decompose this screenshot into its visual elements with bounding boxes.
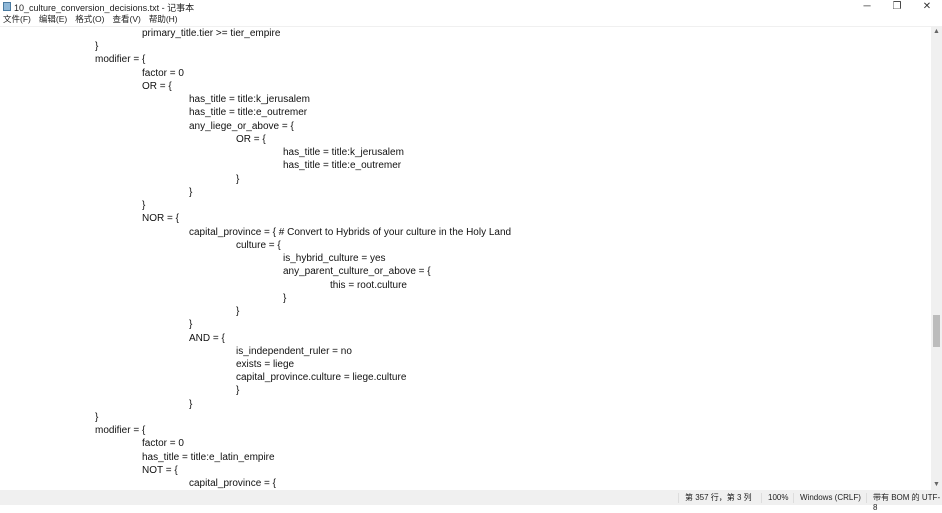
code-line: factor = 0 [142, 438, 184, 450]
scroll-up-icon[interactable]: ▲ [933, 28, 940, 35]
code-line: has_title = title:e_outremer [283, 160, 402, 172]
scroll-down-icon[interactable]: ▼ [933, 481, 940, 488]
code-line: has_title = title:k_jerusalem [189, 94, 310, 106]
title-bar: 10_culture_conversion_decisions.txt - 记事… [0, 0, 942, 13]
code-line: } [236, 306, 240, 318]
code-line: has_title = title:k_jerusalem [283, 147, 404, 159]
code-line: } [236, 173, 240, 185]
status-bar: 第 357 行，第 3 列 100% Windows (CRLF) 带有 BOM… [0, 490, 942, 512]
code-line: NOT = { [142, 464, 178, 476]
code-line: } [189, 398, 193, 410]
code-line: primary_title.tier >= tier_empire [142, 28, 281, 39]
code-line: OR = { [236, 133, 266, 145]
code-line: modifier = { [95, 54, 146, 66]
cursor-position: 第 357 行，第 3 列 [678, 493, 752, 503]
code-line: } [283, 292, 287, 304]
code-line: NOR = { [142, 213, 179, 225]
code-line: modifier = { [95, 425, 146, 437]
code-line: } [189, 186, 193, 198]
text-editor[interactable]: primary_title.tier >= tier_empire}modifi… [0, 26, 931, 491]
menu-format[interactable]: 格式(O) [75, 14, 105, 24]
code-line: } [189, 319, 193, 331]
code-line: } [95, 411, 99, 423]
window-title: 10_culture_conversion_decisions.txt - 记事… [14, 3, 195, 13]
close-button[interactable]: ✕ [922, 1, 932, 12]
menu-bar: 文件(F) 编辑(E) 格式(O) 查看(V) 帮助(H) [0, 13, 942, 26]
menu-file[interactable]: 文件(F) [3, 14, 31, 24]
code-line: factor = 0 [142, 67, 184, 79]
code-line: } [142, 200, 146, 212]
code-line: capital_province = { # Convert to Hybrid… [189, 226, 512, 238]
line-ending: Windows (CRLF) [793, 493, 861, 503]
code-line: has_title = title:e_outremer [189, 107, 308, 119]
code-line: OR = { [142, 80, 172, 92]
menu-help[interactable]: 帮助(H) [148, 14, 178, 24]
menu-edit[interactable]: 编辑(E) [38, 14, 68, 24]
code-line: capital_province.culture = liege.culture [236, 372, 407, 384]
code-line: any_liege_or_above = { [189, 120, 294, 132]
code-line: AND = { [189, 332, 225, 344]
encoding: 带有 BOM 的 UTF-8 [866, 493, 942, 512]
code-line: is_independent_ruler = no [236, 345, 352, 357]
menu-view[interactable]: 查看(V) [112, 14, 141, 24]
code-line: } [95, 41, 99, 53]
zoom-level: 100% [761, 493, 788, 503]
code-line: capital_province = { [189, 478, 277, 490]
code-line: has_title = title:e_latin_empire [142, 451, 275, 463]
code-line: culture = { [236, 239, 281, 251]
vertical-scrollbar[interactable]: ▲ ▼ [931, 26, 942, 490]
code-line: } [236, 385, 240, 397]
minimize-button[interactable]: ─ [863, 1, 871, 12]
code-line: any_parent_culture_or_above = { [283, 266, 431, 278]
code-line: is_hybrid_culture = yes [283, 253, 386, 265]
notepad-icon [3, 2, 11, 11]
scrollbar-thumb[interactable] [933, 315, 940, 348]
code-line: this = root.culture [330, 279, 407, 291]
maximize-button[interactable]: ❐ [892, 1, 902, 12]
code-line: exists = liege [236, 359, 295, 370]
